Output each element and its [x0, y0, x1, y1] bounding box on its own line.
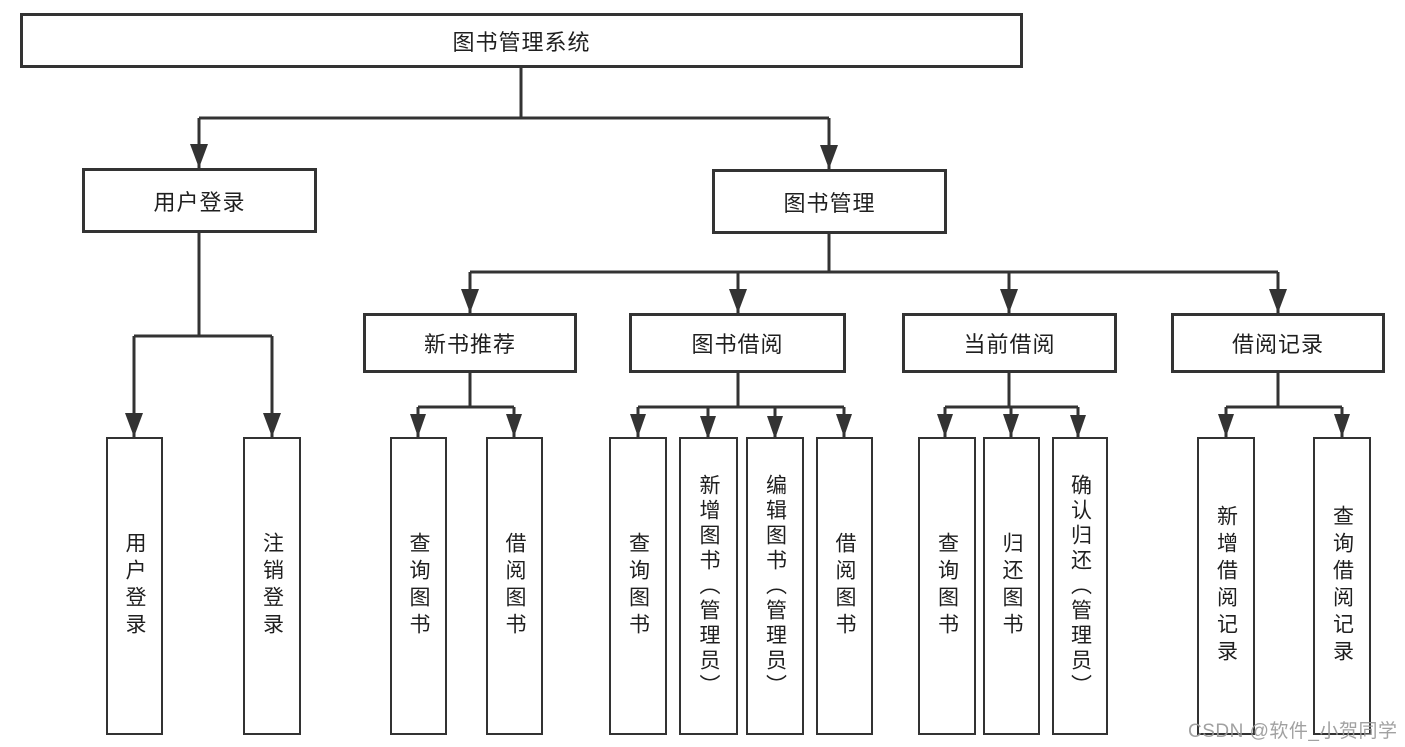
leaf-edit-books-admin: 编辑图书（管理员） [746, 437, 804, 735]
leaf-return-books: 归还图书 [983, 437, 1040, 735]
node-current-borrowing: 当前借阅 [902, 313, 1117, 373]
leaf-logout: 注销登录 [243, 437, 301, 735]
node-library-management-system: 图书管理系统 [20, 13, 1023, 68]
csdn-watermark: CSDN @软件_小贺同学 [1188, 721, 1398, 742]
node-book-borrowing: 图书借阅 [629, 313, 846, 373]
leaf-borrow-books-borrowing: 借阅图书 [816, 437, 873, 735]
leaf-search-borrow-record: 查询借阅记录 [1313, 437, 1371, 735]
leaf-borrow-books-recommend: 借阅图书 [486, 437, 543, 735]
leaf-search-books-current: 查询图书 [918, 437, 976, 735]
node-new-book-recommendation: 新书推荐 [363, 313, 577, 373]
node-borrowing-records: 借阅记录 [1171, 313, 1385, 373]
node-book-management: 图书管理 [712, 169, 947, 234]
leaf-add-borrow-record: 新增借阅记录 [1197, 437, 1255, 735]
leaf-user-login: 用户登录 [106, 437, 163, 735]
leaf-confirm-return-admin: 确认归还（管理员） [1052, 437, 1108, 735]
leaf-add-books-admin: 新增图书（管理员） [679, 437, 738, 735]
node-user-login: 用户登录 [82, 168, 317, 233]
leaf-search-books-recommend: 查询图书 [390, 437, 447, 735]
leaf-search-books-borrowing: 查询图书 [609, 437, 667, 735]
